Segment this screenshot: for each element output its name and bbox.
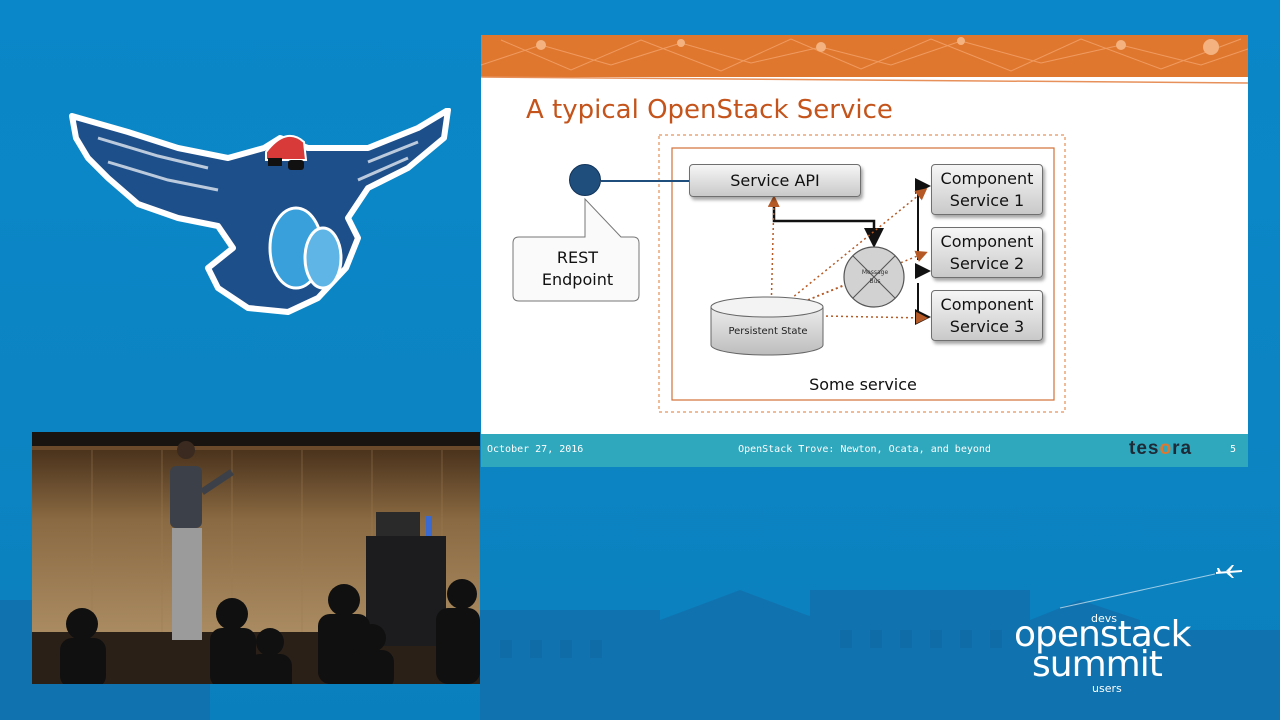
message-bus-icon [843,246,905,308]
database-icon [710,296,824,356]
presentation-slide: A typical OpenStack Service REST Endpoin… [481,35,1248,467]
footer-date: October 27, 2016 [487,444,584,455]
tesora-logo: tesora [1129,438,1193,459]
some-service-label: Some service [809,375,917,394]
banner-divider [481,76,1248,84]
page-number: 5 [1230,444,1237,455]
pigeon-mascot-icon [69,108,451,315]
slide-banner [481,35,1248,77]
rest-endpoint-label: REST Endpoint [541,248,614,289]
slide-footer [481,434,1248,467]
openstack-summit-logo: devs openstack summit users [1014,612,1191,695]
endpoint-dot [569,164,601,196]
service-api-box: Service API [689,164,861,197]
component-service-1: Component Service 1 [931,164,1043,215]
message-bus-label: Message Bus [861,269,889,285]
network-pattern-icon [481,37,1248,72]
component-service-3: Component Service 3 [931,290,1043,341]
stage-scene-image [32,432,480,684]
rest-endpoint-callout-shape [512,197,640,302]
persistent-state-label: Persistent State [728,326,808,337]
airplane-icon [1216,565,1242,578]
slide-title: A typical OpenStack Service [526,95,893,125]
footer-title: OpenStack Trove: Newton, Ocata, and beyo… [738,444,991,455]
component-service-2: Component Service 2 [931,227,1043,278]
speaker-video [32,432,480,684]
